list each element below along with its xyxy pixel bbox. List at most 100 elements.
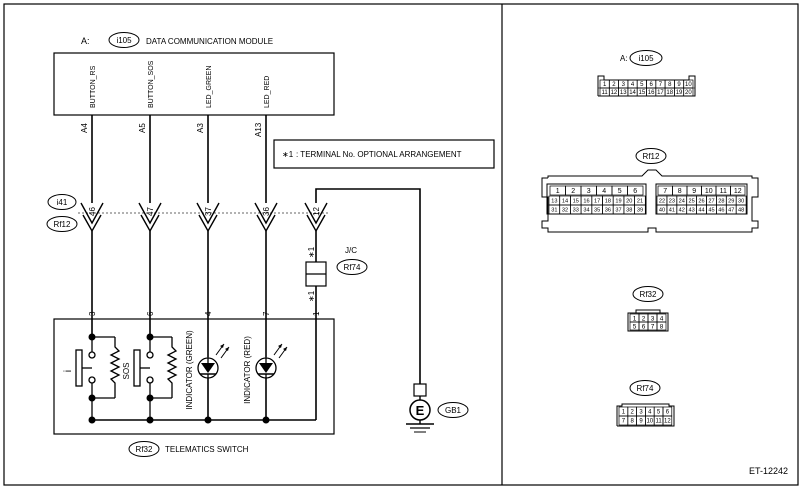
svg-text:37: 37 bbox=[204, 207, 213, 216]
pin-label-18: 18 bbox=[666, 90, 673, 96]
pin-label-23: 23 bbox=[669, 199, 675, 205]
pin-label-34: 34 bbox=[583, 208, 589, 214]
pin-cell-20 bbox=[683, 87, 694, 97]
pin-label-15: 15 bbox=[573, 199, 579, 205]
rf32-connector-face bbox=[627, 309, 669, 332]
pin-label-9: 9 bbox=[692, 188, 696, 195]
pin-label-12: 12 bbox=[734, 188, 742, 195]
pin-label-31: 31 bbox=[551, 208, 557, 214]
pin-label-16: 16 bbox=[648, 90, 655, 96]
pin-label-4: 4 bbox=[660, 315, 664, 322]
pin-label-11: 11 bbox=[602, 90, 609, 96]
note-marker: ∗1 bbox=[282, 150, 294, 159]
pin-label-10: 10 bbox=[685, 82, 692, 88]
red-indicator-label: INDICATOR (RED) bbox=[243, 336, 252, 404]
rf32-view-id: Rf32 bbox=[640, 290, 657, 299]
pin-label-7: 7 bbox=[651, 323, 655, 330]
pin-label-12: 12 bbox=[611, 90, 618, 96]
pin-label-2: 2 bbox=[642, 315, 646, 322]
joint-connector-id: Rf74 bbox=[344, 263, 361, 272]
sos-switch bbox=[133, 336, 178, 420]
connector-pin-36: 36 bbox=[254, 202, 278, 233]
pin-label-47: 47 bbox=[728, 208, 734, 214]
pin-label-2: 2 bbox=[631, 410, 635, 416]
ground-id: GB1 bbox=[445, 406, 462, 415]
pin-label-18: 18 bbox=[605, 199, 611, 205]
module-box bbox=[53, 52, 335, 116]
pin-label-14: 14 bbox=[629, 90, 636, 96]
pin-label-46: 46 bbox=[718, 208, 724, 214]
svg-text:36: 36 bbox=[262, 207, 271, 216]
svg-text:12: 12 bbox=[312, 207, 321, 216]
pin-label-22: 22 bbox=[659, 199, 665, 205]
intermediate-connector-bottom-id: Rf12 bbox=[54, 220, 71, 229]
green-indicator-label: INDICATOR (GREEN) bbox=[185, 330, 194, 410]
pin-label-42: 42 bbox=[679, 208, 685, 214]
pin-label-10: 10 bbox=[705, 188, 713, 195]
terminal-a5: A5 bbox=[138, 123, 147, 133]
green-indicator-led-icon bbox=[197, 343, 230, 379]
pin-label-2: 2 bbox=[571, 188, 575, 195]
note-box: ∗1 : TERMINAL No. OPTIONAL ARRANGEMENT bbox=[273, 139, 495, 169]
pin-name-button-sos: BUTTON_SOS bbox=[148, 60, 155, 108]
pin-label-26: 26 bbox=[698, 199, 704, 205]
ground-symbol: E bbox=[416, 403, 425, 418]
pin-label-1: 1 bbox=[633, 315, 637, 322]
pin-label-9: 9 bbox=[639, 419, 643, 425]
pin-label-45: 45 bbox=[708, 208, 714, 214]
pin-label-7: 7 bbox=[622, 419, 626, 425]
switch-wires bbox=[91, 231, 317, 420]
pin-label-28: 28 bbox=[718, 199, 724, 205]
pin-label-8: 8 bbox=[668, 82, 672, 88]
switch-terminal-6: 6 bbox=[146, 311, 155, 316]
rf74-connector-face bbox=[616, 403, 675, 427]
pin-label-48: 48 bbox=[738, 208, 744, 214]
pin-label-44: 44 bbox=[698, 208, 704, 214]
intermediate-pins: 46 47 37 36 12 bbox=[80, 202, 328, 233]
pin-label-15: 15 bbox=[639, 90, 646, 96]
pin-label-6: 6 bbox=[633, 188, 637, 195]
connector-pin-37: 37 bbox=[196, 202, 220, 233]
pin-label-36: 36 bbox=[605, 208, 611, 214]
note-text: : TERMINAL No. OPTIONAL ARRANGEMENT bbox=[296, 150, 462, 159]
pin-label-24: 24 bbox=[679, 199, 685, 205]
pin-label-21: 21 bbox=[637, 199, 643, 205]
module-connector-prefix: A: bbox=[81, 36, 90, 46]
switch-unit-box bbox=[53, 318, 335, 435]
terminal-a3: A3 bbox=[196, 123, 205, 133]
pin-label-29: 29 bbox=[728, 199, 734, 205]
pin-label-20: 20 bbox=[626, 199, 632, 205]
pin-label-3: 3 bbox=[651, 315, 655, 322]
svg-text:46: 46 bbox=[88, 207, 97, 216]
pin-label-19: 19 bbox=[615, 199, 621, 205]
pin-label-16: 16 bbox=[583, 199, 589, 205]
pin-name-button-rs: BUTTON_RS bbox=[90, 65, 97, 108]
pin-label-4: 4 bbox=[631, 82, 635, 88]
terminal-a13: A13 bbox=[254, 122, 263, 137]
pin-label-5: 5 bbox=[633, 323, 637, 330]
pin-label-1: 1 bbox=[556, 188, 560, 195]
pin-label-33: 33 bbox=[573, 208, 579, 214]
pin-cell-8 bbox=[656, 321, 667, 331]
pin-label-1: 1 bbox=[622, 410, 626, 416]
pin-label-11: 11 bbox=[655, 419, 662, 425]
pin-label-6: 6 bbox=[666, 410, 670, 416]
pin-label-8: 8 bbox=[678, 188, 682, 195]
module-connector-id: i105 bbox=[116, 36, 132, 45]
pin-cell-6 bbox=[627, 185, 644, 196]
sos-switch-label: SOS bbox=[122, 363, 131, 380]
pin-label-7: 7 bbox=[663, 188, 667, 195]
ground-icon bbox=[406, 383, 434, 433]
pin-cell-39 bbox=[634, 204, 646, 215]
pin-label-4: 4 bbox=[648, 410, 652, 416]
pin-label-39: 39 bbox=[637, 208, 643, 214]
pin-label-14: 14 bbox=[562, 199, 568, 205]
switch-terminal-4: 4 bbox=[204, 311, 213, 316]
pin-label-37: 37 bbox=[615, 208, 621, 214]
pin-label-40: 40 bbox=[659, 208, 665, 214]
i105-view-prefix: A: bbox=[620, 54, 628, 63]
